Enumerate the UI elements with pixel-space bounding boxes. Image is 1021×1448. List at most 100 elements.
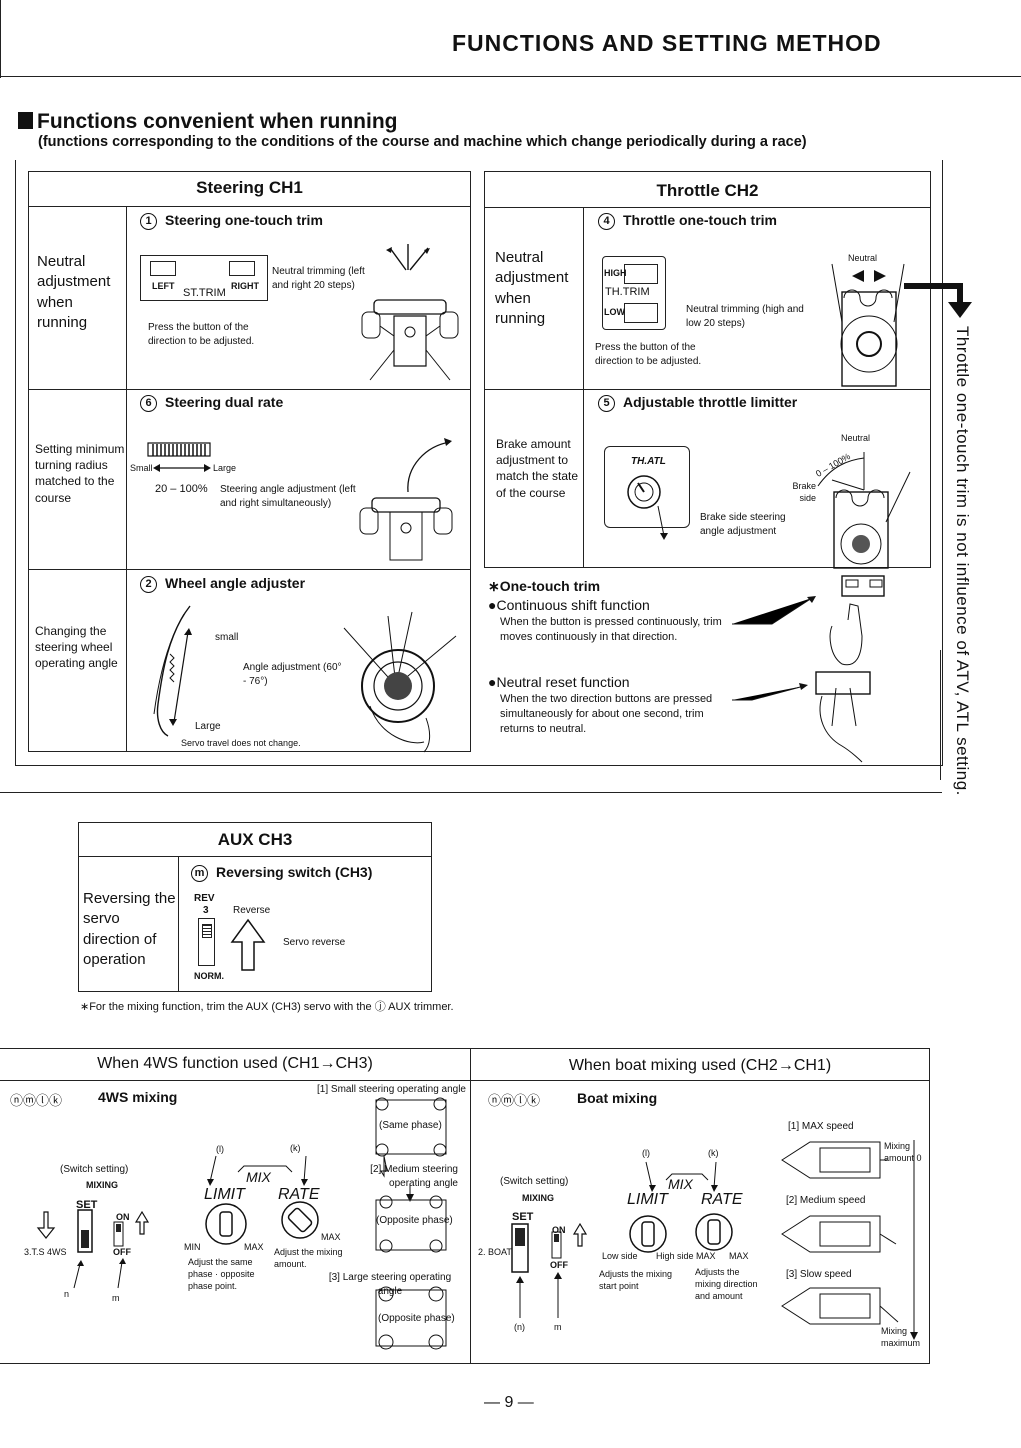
header-rule [0, 76, 1021, 77]
aux-label: Reversing the servo direction of operati… [83, 890, 176, 968]
section-title-text: Functions convenient when running [37, 110, 398, 133]
section-subtitle: (functions corresponding to the conditio… [38, 134, 807, 150]
boat-max-label: MAX [729, 1251, 749, 1261]
boat-limit-note: Adjusts the mixing start point [599, 1269, 673, 1292]
number-badge: 6 [140, 395, 157, 412]
low-label: LOW [604, 307, 625, 317]
boat-max-mixing: Mixing maximum [881, 1326, 921, 1349]
high-button [624, 264, 658, 284]
left-label: LEFT [152, 281, 175, 291]
section-title: Functions convenient when running [18, 110, 398, 134]
ws4-switch-label: (Switch setting) [60, 1164, 129, 1175]
wheel-angle-adjuster-illustration [153, 605, 192, 737]
steering-row2-title: 6 Steering dual rate [140, 394, 283, 412]
rev-label: REV [194, 893, 215, 904]
ws4-limit-note: Adjust the same phase · opposite phase p… [188, 1257, 255, 1292]
ws4-ts-label: 3.T.S 4WS [24, 1247, 67, 1257]
steering-row3-title-text: Wheel angle adjuster [165, 575, 306, 591]
aux-heading: AUX CH3 [217, 830, 293, 849]
rule [470, 1048, 471, 1364]
reverse-switch[interactable] [198, 918, 215, 966]
rule [178, 856, 179, 992]
boat-switch-label: (Switch setting) [500, 1176, 569, 1187]
main-frame [15, 160, 943, 766]
throttle-row1-note: Neutral trimming (high and low 20 steps) [686, 304, 804, 329]
dual-rate-small: Small [130, 463, 153, 473]
continuous-shift-desc: When the button is pressed continuously,… [500, 616, 722, 643]
throttle-row2-label: Brake amount adjustment to match the sta… [496, 437, 579, 500]
boat-m-label: m [554, 1322, 562, 1332]
rule [28, 389, 471, 390]
boat-speed2: [2] Medium speed [786, 1195, 866, 1206]
low-button [624, 303, 658, 323]
th-atl-label: TH.ATL [631, 456, 666, 467]
page-header-title: FUNCTIONS AND SETTING METHOD [452, 30, 882, 56]
st-trim-switch-panel [140, 255, 268, 301]
boat-n-label: (n) [514, 1322, 525, 1332]
aux-title: m Reversing switch (CH3) [191, 864, 372, 882]
boat-speed1: [1] MAX speed [788, 1121, 854, 1132]
side-rule [940, 650, 941, 780]
throttle-side-arrow [904, 283, 972, 318]
number-badge: m [191, 865, 208, 882]
boat-mixing-label: MIXING [522, 1193, 555, 1203]
steering-row2-title-text: Steering dual rate [165, 394, 284, 410]
boat-low-side: Low side [602, 1251, 638, 1261]
rule [28, 206, 471, 207]
boat-limit-rate-dials [629, 1161, 733, 1253]
ws4-heading: When 4WS function used (CH1→CH3) [97, 1055, 373, 1072]
rule [484, 389, 931, 390]
ws4-marks: ⓝⓜⓛⓚ [10, 1093, 63, 1108]
continuous-shift-title: ●Continuous shift function [488, 597, 650, 613]
ws4-rate-note: Adjust the mixing amount. [274, 1247, 343, 1270]
left-button [150, 261, 176, 276]
boat-high-side: High side MAX [656, 1251, 716, 1261]
neutral-reset-title: ●Neutral reset function [488, 674, 630, 690]
reverse-switch-knob [202, 924, 212, 938]
rule [126, 206, 127, 752]
steering-row1-label: Neutral adjustment when running [37, 253, 111, 331]
ws4-opp2: (Opposite phase) [378, 1313, 455, 1324]
ws4-max2-label: MAX [321, 1232, 341, 1242]
atl-neutral-label: Neutral [841, 433, 871, 443]
steering-row1-title-text: Steering one-touch trim [165, 212, 323, 228]
wheel-small: small [215, 632, 239, 643]
ws4-m-label: m [112, 1293, 120, 1303]
steering-table [28, 171, 471, 752]
number-badge: 1 [140, 213, 157, 230]
steering-row3-label: Changing the steering wheel operating an… [35, 624, 118, 671]
rule [484, 207, 931, 208]
th-trim-switch-panel [602, 256, 666, 330]
boat-heading: When boat mixing used (CH2→CH1) [568, 1057, 832, 1074]
steering-row2-label: Setting minimum turning radius matched t… [35, 442, 125, 505]
throttle-row1-label: Neutral adjustment when running [495, 249, 569, 327]
page-number: — 9 — [484, 1394, 534, 1411]
throttle-heading: Throttle CH2 [656, 181, 759, 200]
small-large-arrow [153, 464, 211, 472]
dual-rate-scale-icon [147, 442, 211, 457]
rule [78, 856, 432, 857]
servo-reverse-label: Servo reverse [283, 937, 346, 948]
ws4-l-label: (l) [216, 1144, 224, 1154]
th-trim-label: TH.TRIM [605, 286, 650, 298]
aux-divider [0, 792, 942, 793]
throttle-row1-title-text: Throttle one-touch trim [623, 212, 777, 228]
aux-title-text: Reversing switch (CH3) [216, 864, 373, 880]
ws4-same-phase: (Same phase) [379, 1120, 442, 1131]
rule [583, 207, 584, 568]
ws4-off-label: OFF [113, 1247, 131, 1257]
boat-off-label: OFF [550, 1260, 568, 1270]
ws4-k-label: (k) [290, 1143, 301, 1153]
ws4-mixing-label: MIXING [86, 1180, 119, 1190]
ws4-switch-illustration [36, 1209, 150, 1289]
ws4-set-label: SET [76, 1199, 98, 1211]
steering-row2-note: Steering angle adjustment (left and righ… [220, 484, 356, 509]
steering-row1-note: Neutral trimming (left and right 20 step… [272, 266, 365, 291]
st-trim-label: ST.TRIM [183, 287, 226, 299]
boat-rate-note: Adjusts the mixing direction and amount [695, 1267, 758, 1302]
boat-switch-illustration [511, 1222, 588, 1318]
steering-wheel-hand-illustration [343, 611, 457, 753]
